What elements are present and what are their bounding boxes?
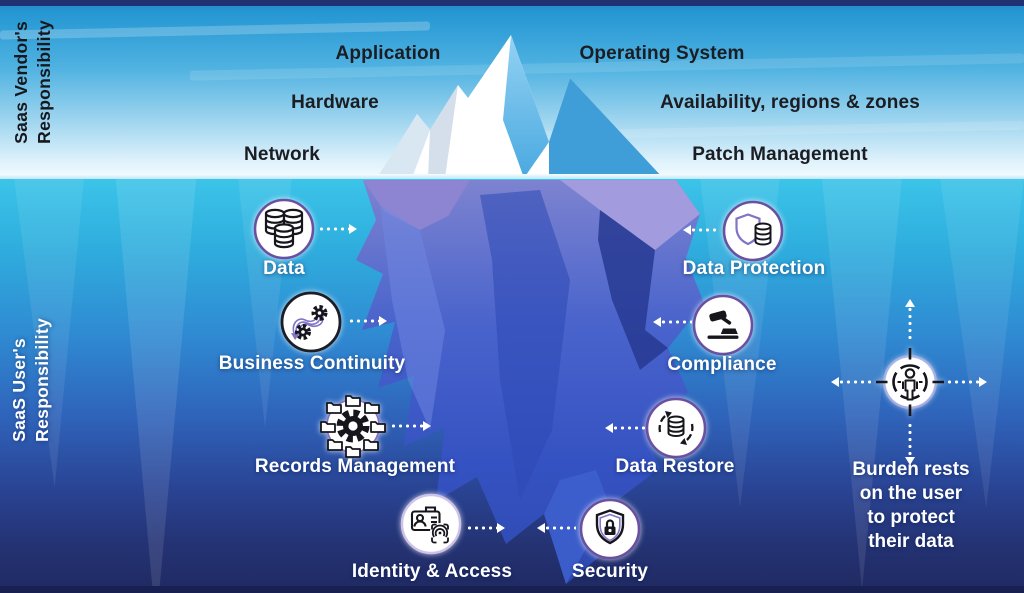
user-item-identity-access: Identity & Access xyxy=(351,561,513,582)
light-ray xyxy=(115,178,197,593)
shield-padlock-icon xyxy=(578,497,642,561)
process-loop-gears-icon xyxy=(279,290,343,354)
user-item-data-protection: Data Protection xyxy=(682,258,826,279)
vendor-item-availability: Availability, regions & zones xyxy=(660,92,920,113)
vendor-item-operating-system: Operating System xyxy=(579,43,745,64)
dotted-arrow-identity-access xyxy=(466,526,498,530)
sky-streak xyxy=(0,21,430,40)
burden-note-line: on the user xyxy=(859,483,963,504)
user-item-security: Security xyxy=(571,561,649,582)
sky-streak xyxy=(520,120,1024,141)
top-border-strip xyxy=(0,0,1024,6)
dotted-arrow-data-protection xyxy=(690,228,720,232)
user-responsibility-title: SaaS User's Responsibility xyxy=(8,318,54,442)
id-card-fingerprint-icon xyxy=(399,492,463,556)
vendor-item-hardware: Hardware xyxy=(291,92,379,113)
user-item-compliance: Compliance xyxy=(667,354,777,375)
vendor-responsibility-title: Saas Vendor's Responsibility xyxy=(10,20,56,144)
user-title-line: SaaS User's xyxy=(9,338,29,442)
sky-region xyxy=(0,0,1024,178)
vendor-title-line: Responsibility xyxy=(34,20,55,144)
dotted-arrow-burden-right xyxy=(946,380,980,384)
dotted-arrow-compliance xyxy=(660,320,692,324)
person-target-icon xyxy=(872,344,948,420)
user-item-business-continuity: Business Continuity xyxy=(218,353,406,374)
gavel-icon xyxy=(691,293,755,357)
shield-database-icon xyxy=(721,199,785,263)
dotted-arrow-security xyxy=(544,526,576,530)
burden-note: Burden rests on the user to protect thei… xyxy=(852,458,969,554)
bottom-border-strip xyxy=(0,586,1024,593)
burden-note-line: their data xyxy=(868,531,954,552)
dotted-arrow-burden-left xyxy=(838,380,872,384)
user-item-records-management: Records Management xyxy=(254,456,456,477)
dotted-arrow-burden-up xyxy=(908,306,912,342)
gear-folders-icon xyxy=(319,392,387,460)
dotted-arrow-business-continuity xyxy=(348,319,380,323)
database-stack-icon xyxy=(252,197,316,261)
dotted-arrow-records-management xyxy=(390,424,424,428)
vendor-title-line: Saas Vendor's xyxy=(11,20,31,144)
user-item-data: Data xyxy=(263,258,305,279)
vendor-item-patch-management: Patch Management xyxy=(692,144,868,165)
dotted-arrow-data-restore xyxy=(612,426,646,430)
burden-note-line: to protect xyxy=(867,507,955,528)
user-title-line: Responsibility xyxy=(32,318,53,442)
dotted-arrow-burden-down xyxy=(908,422,912,458)
vendor-item-network: Network xyxy=(243,144,321,165)
database-restore-icon xyxy=(644,396,708,460)
dotted-arrow-data xyxy=(318,227,350,231)
waterline-highlight xyxy=(0,174,1024,179)
vendor-item-application: Application xyxy=(335,43,441,64)
burden-note-line: Burden rests xyxy=(852,459,970,480)
user-item-data-restore: Data Restore xyxy=(615,456,735,477)
